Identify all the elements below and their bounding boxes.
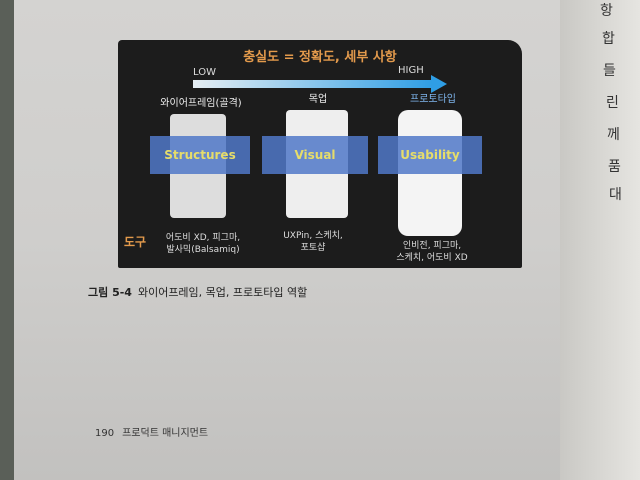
high-label: HIGH xyxy=(398,65,424,76)
book-page-right: 항 합 들 린 께 품 대 xyxy=(560,0,640,480)
caption-text: 와이어프레임, 목업, 프로토타입 역할 xyxy=(137,286,308,299)
figure-panel: 충실도 = 정확도, 세부 사항 LOW HIGH 와이어프레임(골격) 목업 … xyxy=(118,40,522,268)
right-page-text: 린 xyxy=(606,95,619,111)
page-number: 190 xyxy=(95,428,115,439)
right-page-text: 대 xyxy=(609,187,622,203)
arrow-head-icon xyxy=(431,75,447,93)
right-page-text: 들 xyxy=(603,63,616,79)
tools-line: UXPin, 스케치, xyxy=(283,231,343,241)
structures-band: Structures xyxy=(150,136,250,174)
tools-label: 도구 xyxy=(124,235,147,249)
tools-line: 인비전, 피그마, xyxy=(402,241,462,251)
mockup-heading: 목업 xyxy=(308,94,328,105)
prototype-tools: 인비전, 피그마, 스케치, 어도비 XD xyxy=(384,240,480,264)
prototype-heading: 프로토타입 xyxy=(410,94,456,105)
wireframe-tools: 어도비 XD, 피그마, 발사믹(Balsamiq) xyxy=(158,232,248,256)
wireframe-heading: 와이어프레임(골격) xyxy=(160,98,242,109)
page-footer: 190 프로덕트 매니지먼트 xyxy=(95,424,216,439)
tools-line: 어도비 XD, 피그마, xyxy=(165,233,241,243)
right-page-text: 항 xyxy=(600,3,613,19)
tools-line: 포토샵 xyxy=(300,243,326,253)
fidelity-arrow xyxy=(193,80,433,88)
right-page-text: 께 xyxy=(607,127,620,143)
tools-line: 스케치, 어도비 XD xyxy=(396,253,468,263)
right-page-text: 품 xyxy=(608,159,621,175)
book-title: 프로덕트 매니지먼트 xyxy=(122,428,209,439)
mockup-tools: UXPin, 스케치, 포토샵 xyxy=(268,230,358,254)
right-page-text: 합 xyxy=(602,31,615,47)
figure-title: 충실도 = 정확도, 세부 사항 xyxy=(243,50,397,65)
caption-number: 그림 5-4 xyxy=(88,286,132,299)
figure-caption: 그림 5-4 와이어프레임, 목업, 프로토타입 역할 xyxy=(88,284,307,300)
visual-band: Visual xyxy=(262,136,368,174)
low-label: LOW xyxy=(193,67,216,78)
usability-band: Usability xyxy=(378,136,482,174)
tools-line: 발사믹(Balsamiq) xyxy=(166,245,240,255)
